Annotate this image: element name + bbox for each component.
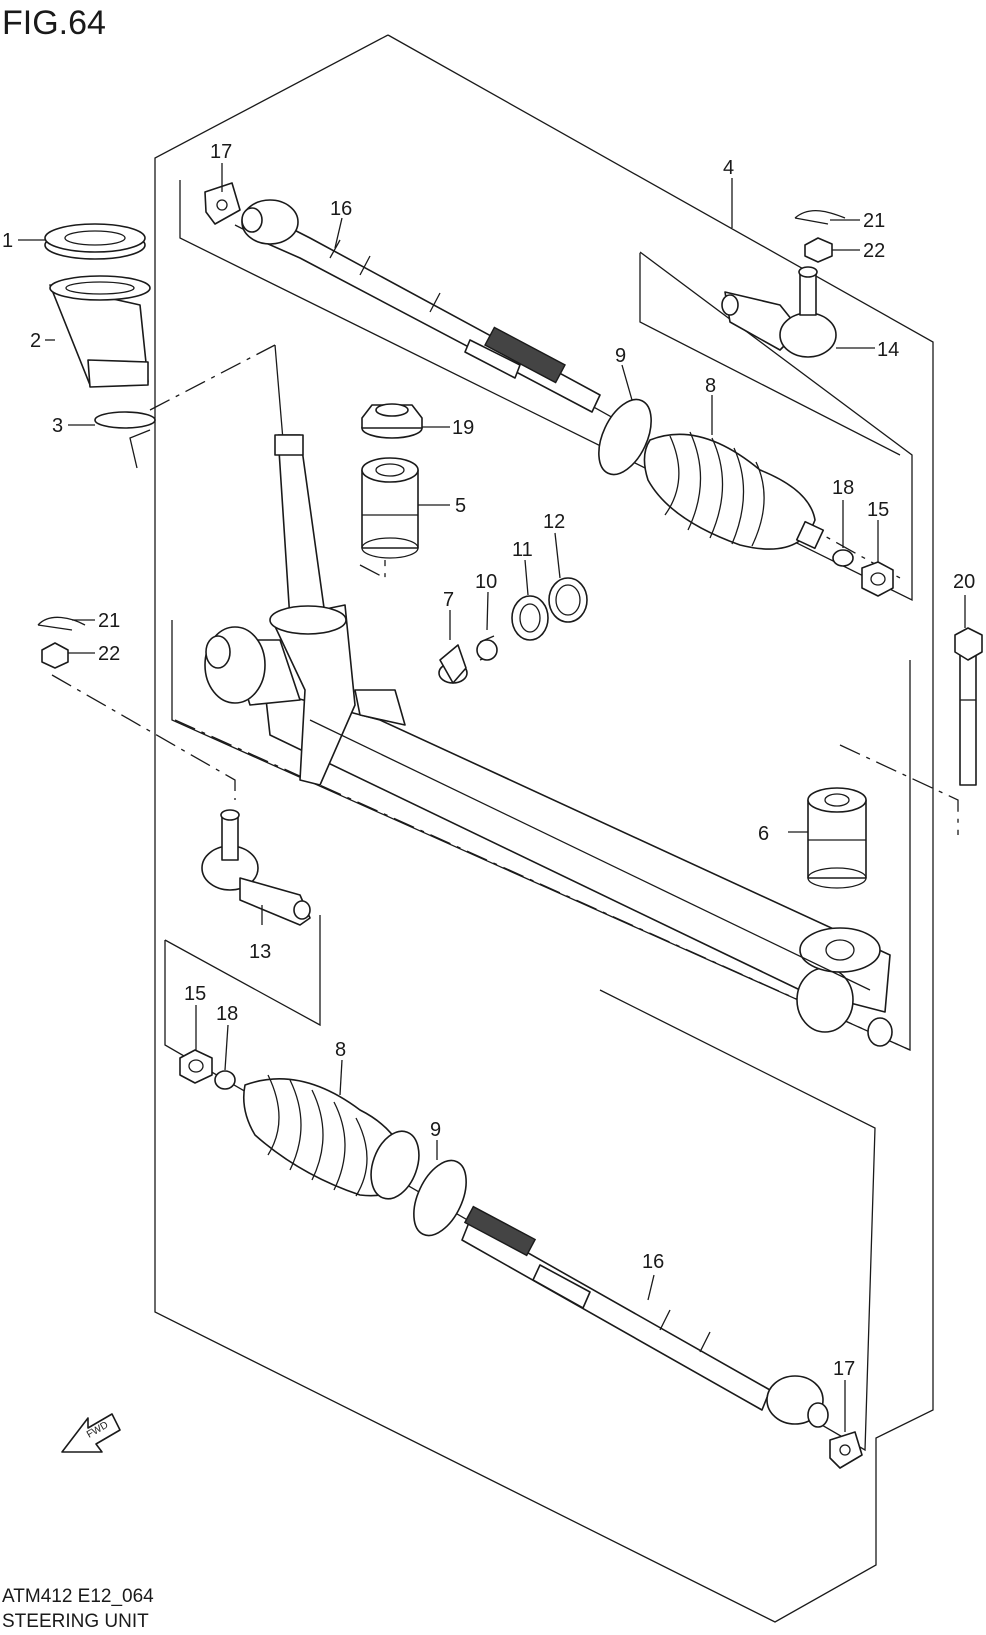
callout-1: 1	[2, 230, 13, 252]
rack-guide-7	[438, 644, 468, 684]
steering-gear-housing	[204, 434, 893, 1047]
callout-16-lower: 16	[642, 1251, 664, 1273]
tierod-end-13-box	[164, 915, 321, 1027]
callout-6: 6	[758, 823, 769, 845]
callout-20: 20	[953, 571, 975, 593]
callout-22-left: 22	[98, 643, 120, 665]
clip-18-upper	[832, 549, 854, 567]
plug-19	[361, 403, 423, 439]
callout-8-upper: 8	[705, 375, 716, 397]
guide-line	[51, 674, 236, 800]
guide-line	[839, 744, 959, 835]
callout-8-lower: 8	[335, 1039, 346, 1061]
callout-4: 4	[723, 157, 734, 179]
castle-nut-22-left	[41, 642, 69, 669]
inner-tierod-16-upper	[241, 199, 601, 413]
clip-18-lower	[214, 1070, 236, 1090]
guide-line	[274, 344, 284, 441]
lock-nut-15-lower	[179, 1049, 213, 1084]
lock-nut-12	[548, 577, 588, 623]
figure-name: STEERING UNIT	[2, 1611, 149, 1632]
callout-16-upper: 16	[330, 198, 352, 220]
tierod-end-14-box	[639, 253, 901, 456]
mount-bushing-6	[807, 787, 867, 889]
callout-3: 3	[52, 415, 63, 437]
guide-line	[149, 344, 276, 411]
callout-15-lower: 15	[184, 983, 206, 1005]
callout-21-upper: 21	[863, 210, 885, 232]
assembly-frame	[154, 34, 934, 1623]
leader-lines	[18, 163, 966, 1432]
callout-14: 14	[877, 339, 899, 361]
seal-ring-1	[44, 223, 146, 260]
callout-12: 12	[543, 511, 565, 533]
tierod-end-13	[201, 809, 311, 926]
spring-10	[476, 635, 498, 661]
lock-washer-17-upper	[204, 182, 241, 225]
castle-nut-22-upper	[804, 237, 833, 263]
upper-tierod-box	[179, 180, 913, 602]
callout-18-lower: 18	[216, 1003, 238, 1025]
guide-line	[129, 429, 151, 469]
bellows-boot-8-lower	[242, 1074, 420, 1200]
cotter-pin-21-left	[37, 616, 86, 631]
callout-9-lower: 9	[430, 1119, 441, 1141]
boot-clamp-9-lower	[413, 1159, 467, 1237]
callout-18-upper: 18	[832, 477, 854, 499]
cotter-pin-21-upper	[794, 210, 846, 225]
callout-15-upper: 15	[867, 499, 889, 521]
bolt-20	[954, 627, 983, 786]
mount-bushing-5	[361, 457, 419, 559]
callout-21-left: 21	[98, 610, 120, 632]
callout-10: 10	[475, 571, 497, 593]
guide-line	[174, 719, 911, 1051]
inner-tierod-16-lower	[461, 1205, 829, 1428]
lock-washer-17-lower	[829, 1431, 863, 1469]
lower-tierod-box	[164, 940, 876, 1452]
adjusting-plug-11	[511, 595, 549, 641]
callout-17-lower: 17	[833, 1358, 855, 1380]
steering-cover-2	[49, 275, 151, 388]
callout-9-upper: 9	[615, 345, 626, 367]
lock-nut-15-upper	[861, 561, 894, 597]
tierod-end-14	[721, 266, 837, 358]
o-ring-3	[94, 411, 156, 429]
callout-19: 19	[452, 417, 474, 439]
callout-5: 5	[455, 495, 466, 517]
callout-2: 2	[30, 330, 41, 352]
callout-7: 7	[443, 589, 454, 611]
callout-13: 13	[249, 941, 271, 963]
figure-title: FIG.64	[2, 4, 106, 42]
callout-11: 11	[512, 539, 533, 561]
figure-code: ATM412 E12_064	[2, 1586, 154, 1607]
callout-22-upper: 22	[863, 240, 885, 262]
boot-clamp-9-upper	[598, 398, 652, 476]
callout-17-upper: 17	[210, 141, 232, 163]
forward-direction-arrow: FWD	[61, 1413, 121, 1453]
guide-line	[359, 560, 386, 580]
bellows-boot-8-upper	[643, 431, 825, 550]
